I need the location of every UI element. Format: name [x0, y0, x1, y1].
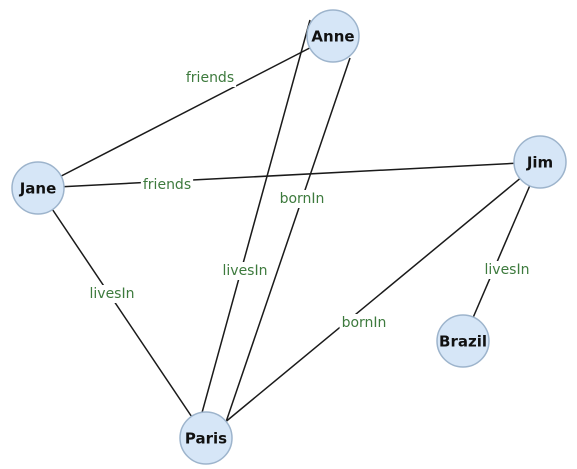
edge-jane-paris — [37, 187, 207, 439]
edge-label-background — [339, 314, 389, 332]
edge-label-group-jim-brazil: livesIn — [482, 261, 532, 279]
edge-label-jane-anne: friends — [186, 70, 234, 86]
edge-label-group-jane-paris: livesIn — [87, 285, 137, 303]
edge-label-background — [140, 176, 194, 194]
node-circle-jim[interactable] — [513, 135, 567, 189]
edge-label-jim-paris: bornIn — [342, 315, 387, 331]
node-label-paris: Paris — [185, 430, 227, 448]
node-circle-paris[interactable] — [179, 411, 233, 465]
edge-label-group-anne-paris-born: bornIn — [277, 190, 327, 208]
edge-anne-paris-lives — [199, 19, 311, 421]
node-anne[interactable]: Anne — [306, 9, 360, 63]
node-brazil[interactable]: Brazil — [436, 314, 490, 368]
edge-jane-jim — [37, 161, 541, 189]
node-circle-jane[interactable] — [11, 161, 65, 215]
edge-label-anne-paris-lives: livesIn — [223, 263, 268, 279]
node-label-jane: Jane — [19, 180, 57, 198]
edge-label-background — [482, 261, 532, 279]
edge-label-group-jane-jim: friends — [140, 176, 194, 194]
edge-label-anne-paris-born: bornIn — [280, 191, 325, 207]
edge-label-background — [277, 190, 327, 208]
node-circle-brazil[interactable] — [436, 314, 490, 368]
edge-label-background — [220, 262, 270, 280]
node-circle-anne[interactable] — [306, 9, 360, 63]
edge-label-group-anne-paris-lives: livesIn — [220, 262, 270, 280]
edges-layer — [37, 19, 541, 439]
edge-label-jane-paris: livesIn — [90, 286, 135, 302]
edge-jim-paris — [205, 161, 541, 439]
node-label-anne: Anne — [311, 28, 354, 46]
edge-label-jim-brazil: livesIn — [485, 262, 530, 278]
node-label-jim: Jim — [526, 154, 553, 172]
edge-label-background — [87, 285, 137, 303]
edge-jane-anne — [37, 35, 334, 189]
edge-label-jane-jim: friends — [143, 177, 191, 193]
edge-labels-layer: friends friends livesIn livesIn bornIn bornIn… — [87, 69, 532, 332]
node-jane[interactable]: Jane — [11, 161, 65, 215]
edge-label-background — [183, 69, 237, 87]
edge-label-group-jane-anne: friends — [183, 69, 237, 87]
node-label-brazil: Brazil — [439, 333, 487, 351]
edge-label-group-jim-paris: bornIn — [339, 314, 389, 332]
node-jim[interactable]: Jim — [513, 135, 567, 189]
edge-jim-brazil — [462, 161, 541, 342]
edge-anne-paris-born — [225, 57, 351, 423]
node-paris[interactable]: Paris — [179, 411, 233, 465]
